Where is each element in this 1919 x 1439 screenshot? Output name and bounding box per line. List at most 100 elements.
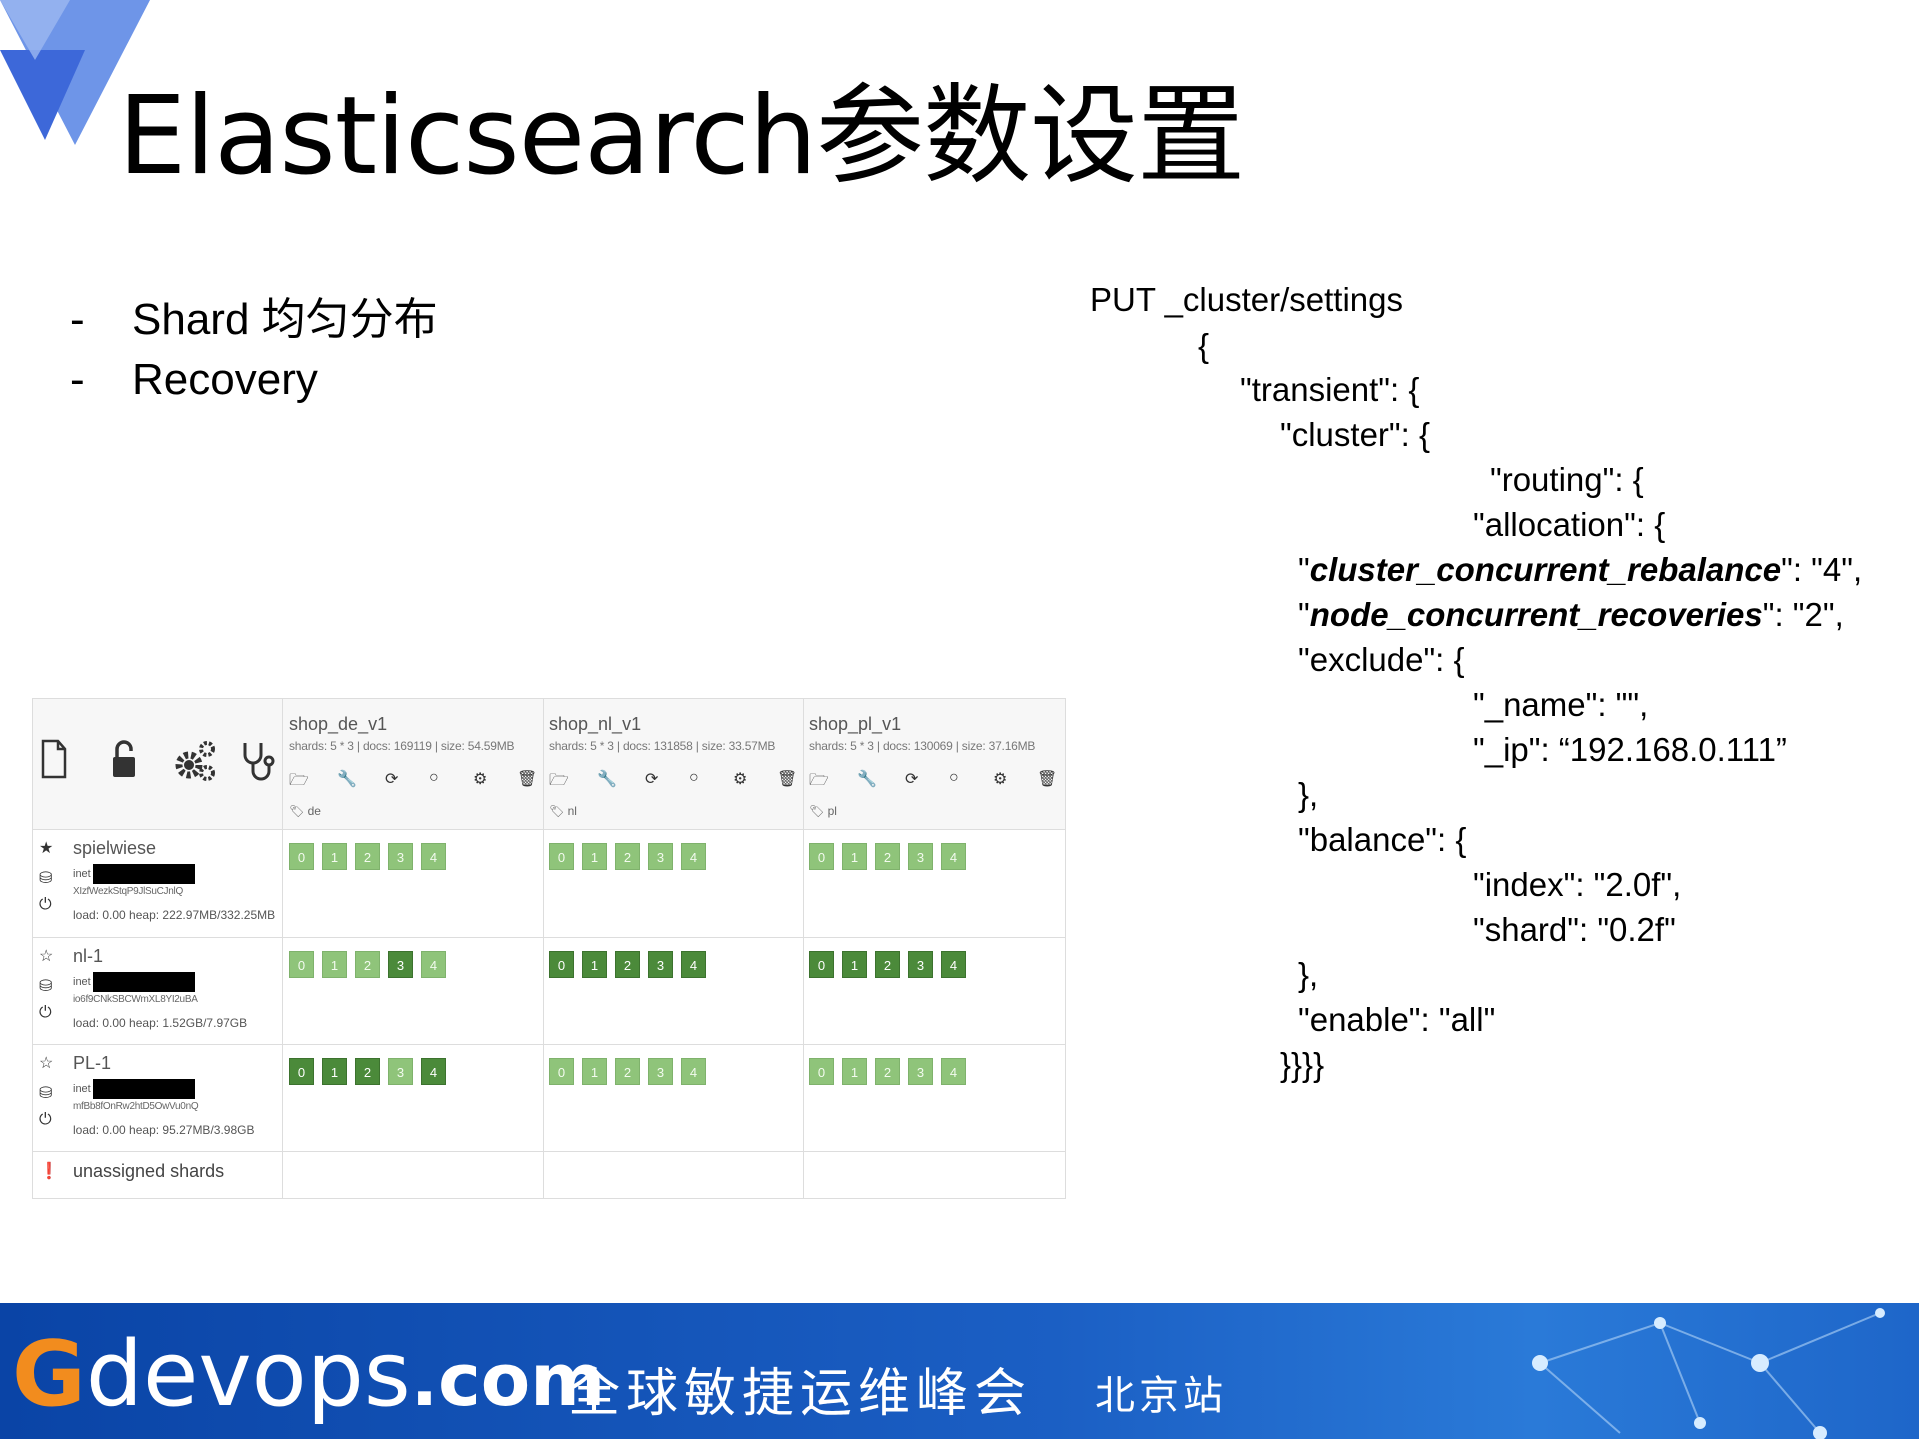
shard-1[interactable]: 1 (322, 951, 347, 978)
shard-1[interactable]: 1 (582, 843, 607, 870)
cogs-icon[interactable]: ⚙ (733, 771, 748, 788)
shard-3[interactable]: 3 (388, 1058, 413, 1085)
power-icon[interactable]: ⏻ (39, 1111, 52, 1128)
shard-1[interactable]: 1 (842, 1058, 867, 1085)
power-icon[interactable]: ⏻ (39, 896, 52, 913)
index-actions: 🗁 🔧 ⟳ ○ ⚙ 🗑 (809, 761, 1059, 801)
folder-open-icon[interactable]: 🗁 (809, 772, 829, 789)
unassigned-label: unassigned shards (73, 1161, 225, 1181)
bullet-dash: - (70, 295, 85, 344)
index-name[interactable]: shop_pl_v1 (809, 714, 902, 734)
shard-1[interactable]: 1 (842, 951, 867, 978)
shard-2[interactable]: 2 (875, 843, 900, 870)
code-value: ": "2", (1762, 596, 1844, 633)
redaction-bar (92, 972, 195, 992)
cogs-icon[interactable]: ⚙ (993, 771, 1008, 788)
shard-2[interactable]: 2 (355, 951, 380, 978)
shard-0[interactable]: 0 (549, 951, 574, 978)
shard-0[interactable]: 0 (809, 843, 834, 870)
shard-0[interactable]: 0 (549, 843, 574, 870)
shard-4[interactable]: 4 (941, 1058, 966, 1085)
code-line: "cluster_concurrent_rebalance": "4", (1298, 550, 1862, 590)
shard-4[interactable]: 4 (941, 951, 966, 978)
refresh-icon[interactable]: ⟳ (905, 771, 919, 788)
star-outline-icon[interactable]: ☆ (39, 948, 54, 965)
code-key: node_concurrent_recoveries (1309, 596, 1763, 633)
tag-label: de (307, 804, 321, 818)
code-line: "_name": "", (1473, 686, 1649, 723)
shard-4[interactable]: 4 (941, 843, 966, 870)
shard-4[interactable]: 4 (681, 843, 706, 870)
power-icon[interactable]: ⏻ (39, 1004, 52, 1021)
shard-2[interactable]: 2 (355, 1058, 380, 1085)
file-icon[interactable] (41, 739, 67, 789)
shard-2[interactable]: 2 (875, 1058, 900, 1085)
shard-0[interactable]: 0 (809, 951, 834, 978)
shard-2[interactable]: 2 (615, 843, 640, 870)
shard-0[interactable]: 0 (809, 1058, 834, 1085)
quote: " (1298, 596, 1310, 633)
code-line: }, (1298, 956, 1319, 993)
index-header-pl: shop_pl_v1 shards: 5 * 3 | docs: 130069 … (809, 711, 1059, 821)
cogs-icon[interactable] (173, 739, 217, 793)
index-name[interactable]: shop_nl_v1 (549, 714, 642, 734)
shard-3[interactable]: 3 (648, 1058, 673, 1085)
shard-3[interactable]: 3 (908, 951, 933, 978)
circle-icon[interactable]: ○ (949, 769, 959, 786)
shard-4[interactable]: 4 (421, 951, 446, 978)
code-line: "exclude": { (1298, 641, 1465, 678)
shard-3[interactable]: 3 (648, 951, 673, 978)
shard-1[interactable]: 1 (322, 1058, 347, 1085)
cogs-icon[interactable]: ⚙ (473, 771, 488, 788)
circle-icon[interactable]: ○ (689, 769, 699, 786)
tag-label: nl (567, 804, 577, 818)
folder-open-icon[interactable]: 🗁 (289, 772, 309, 789)
shard-3[interactable]: 3 (648, 843, 673, 870)
shard-4[interactable]: 4 (421, 843, 446, 870)
tag-icon: 🏷 (549, 804, 565, 818)
shard-1[interactable]: 1 (582, 1058, 607, 1085)
wrench-icon[interactable]: 🔧 (597, 771, 617, 788)
star-filled-icon[interactable]: ★ (39, 840, 54, 857)
hdd-icon: ⛁ (39, 870, 53, 887)
circle-icon[interactable]: ○ (429, 769, 439, 786)
shard-2[interactable]: 2 (875, 951, 900, 978)
shard-1[interactable]: 1 (582, 951, 607, 978)
shard-2[interactable]: 2 (615, 1058, 640, 1085)
shard-0[interactable]: 0 (289, 1058, 314, 1085)
node-address: inet (73, 1079, 195, 1099)
unlock-icon[interactable] (111, 739, 139, 789)
shard-3[interactable]: 3 (908, 843, 933, 870)
shard-1[interactable]: 1 (842, 843, 867, 870)
shard-2[interactable]: 2 (615, 951, 640, 978)
trash-icon[interactable]: 🗑 (1037, 771, 1058, 788)
shard-4[interactable]: 4 (681, 951, 706, 978)
index-name[interactable]: shop_de_v1 (289, 714, 388, 734)
shard-4[interactable]: 4 (681, 1058, 706, 1085)
trash-icon[interactable]: 🗑 (517, 771, 538, 788)
shard-3[interactable]: 3 (388, 843, 413, 870)
shard-3[interactable]: 3 (388, 951, 413, 978)
redaction-bar (92, 1079, 195, 1099)
stethoscope-icon[interactable] (241, 739, 275, 793)
shard-3[interactable]: 3 (908, 1058, 933, 1085)
shard-2[interactable]: 2 (355, 843, 380, 870)
shard-0[interactable]: 0 (289, 951, 314, 978)
node-load: load: 0.00 heap: 1.52GB/7.97GB (73, 1016, 248, 1030)
trash-icon[interactable]: 🗑 (777, 771, 798, 788)
folder-open-icon[interactable]: 🗁 (549, 772, 569, 789)
info-icon: ❗ (39, 1163, 59, 1180)
shard-4[interactable]: 4 (421, 1058, 446, 1085)
redaction-bar (92, 864, 195, 884)
shard-0[interactable]: 0 (289, 843, 314, 870)
star-outline-icon[interactable]: ☆ (39, 1055, 54, 1072)
shard-0[interactable]: 0 (549, 1058, 574, 1085)
tag-icon: 🏷 (809, 804, 825, 818)
refresh-icon[interactable]: ⟳ (645, 771, 659, 788)
wrench-icon[interactable]: 🔧 (857, 771, 877, 788)
refresh-icon[interactable]: ⟳ (385, 771, 399, 788)
wrench-icon[interactable]: 🔧 (337, 771, 357, 788)
node-id: io6f9CNkSBCWmXL8YI2uBA (73, 994, 198, 1005)
shard-1[interactable]: 1 (322, 843, 347, 870)
network-graphic (1532, 1308, 1885, 1439)
